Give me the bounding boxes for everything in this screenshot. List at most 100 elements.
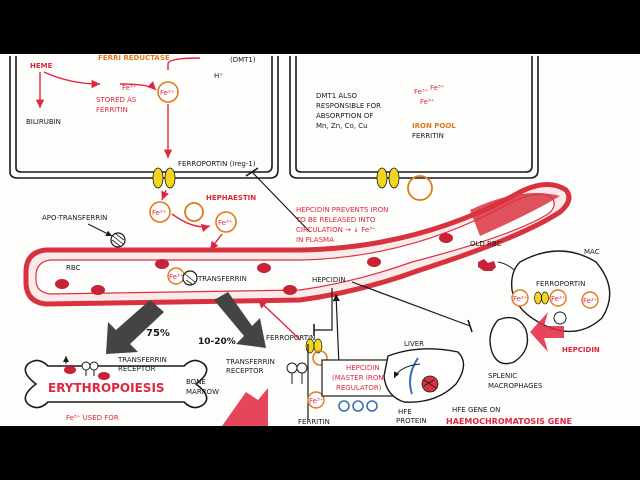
- heme-to-fe-arrow: [43, 71, 101, 89]
- transferrin-receptor-1: TRANSFERRIN: [117, 356, 167, 364]
- ferroportin-channel-right: [376, 167, 400, 189]
- transferrin-receptor-liver-icon: [286, 362, 308, 384]
- spleen-organ: [489, 316, 529, 365]
- hfe-gene-label: HFE GENE ON: [452, 406, 500, 414]
- transferrin-label: TRANSFERRIN: [197, 275, 247, 283]
- top-letterbox-bar: [0, 0, 640, 54]
- inhibit-bar-macrophage: [467, 319, 473, 333]
- liver-big-arrow: [214, 292, 266, 348]
- fe2-badge-5: Fe²⁺: [583, 297, 598, 305]
- fe-used-for-label: Fe³⁺ USED FOR: [66, 414, 119, 422]
- transferrin-receptor-liver-1: TRANSFERRIN: [225, 358, 275, 366]
- ferri-reductase-label: FERRI REDUCTASE: [98, 54, 170, 62]
- splenic-label-1: SPLENIC: [488, 372, 517, 380]
- pct-75-label: 75%: [146, 328, 170, 339]
- ferritin-liver-label: FERRITIN: [298, 418, 330, 426]
- bone-rbc-2: [98, 372, 110, 380]
- ferroportin-mac-label: FERROPORTIN: [536, 280, 585, 288]
- dmt1-note-line-4: Mn, Zn, Co, Cu: [316, 122, 368, 130]
- hfe-label-1: HFE: [398, 408, 412, 416]
- fe2-badge-1: Fe²⁺: [160, 89, 175, 97]
- rbc-label: RBC: [66, 264, 81, 272]
- whiteboard-background: [0, 54, 640, 426]
- fe3-label-left: Fe³⁺: [122, 84, 137, 92]
- bone-marrow-big-arrow: [106, 300, 164, 354]
- hepcidin-master-line-3: REGULATOR): [336, 384, 382, 392]
- ferritin-stored-label: FERRITIN: [96, 106, 128, 114]
- dmt1-inflow-line: [167, 57, 201, 70]
- ferroportin-liver-label: FERROPORTIN: [266, 334, 315, 342]
- iron-pool-label: IRON POOL: [412, 122, 456, 130]
- dmt1-label: (DMT1): [230, 56, 256, 64]
- fe3-to-vessel-arrow: [209, 233, 223, 251]
- stored-as-label: STORED AS: [96, 96, 137, 104]
- rbc-3: [155, 259, 169, 269]
- rbc-5: [283, 285, 297, 295]
- rbc-1: [55, 279, 69, 289]
- mac-label: MAC: [584, 248, 600, 256]
- hepcidin-note-line-2: TO BE RELEASED INTO: [295, 216, 376, 224]
- vessel-shaded-end: [470, 193, 560, 236]
- fe3-badge-2: Fe³⁺: [169, 273, 184, 281]
- fe2-badge-4: Fe²⁺: [551, 295, 566, 303]
- erythropoiesis-label: ERYTHROPOIESIS: [48, 381, 165, 395]
- h-plus-label: H⁺: [214, 72, 223, 80]
- transferrin-receptor-2: RECEPTOR: [118, 365, 156, 373]
- bone-label-2: MARROW: [186, 388, 219, 396]
- bone-rbc-cells: [64, 366, 110, 380]
- bone-rbc-1: [64, 366, 76, 374]
- mac-ferroportin-channel: [534, 291, 549, 305]
- hephaestin-ring-right: [407, 175, 433, 201]
- bottom-letterbox-bar: [0, 426, 640, 480]
- liver-receptors-blue: [338, 400, 378, 412]
- rbc-7: [439, 233, 453, 243]
- rbc-2: [91, 285, 105, 295]
- blue-receptor-2: [352, 400, 364, 412]
- fe2-badge-2: Fe²⁺: [152, 209, 167, 217]
- pct-10-20-label: 10-20%: [198, 337, 236, 347]
- fe3-badge-1: Fe³⁺: [218, 219, 233, 227]
- dmt1-note-line-2: RESPONSIBLE FOR: [316, 102, 381, 110]
- bilirubin-label: BILIRUBIN: [26, 118, 61, 126]
- fe3-pool-1: Fe³⁺: [414, 88, 429, 96]
- hemochromatosis-label: HAEMOCHROMATOSIS GENE: [446, 417, 572, 426]
- mac-fe2-ion-2: Fe²⁺: [549, 289, 567, 307]
- old-rbc-cell: [478, 259, 496, 271]
- hepcidin-note-line-4: IN PLASMA: [296, 236, 334, 244]
- hephaestin-ring-liver: [312, 350, 328, 366]
- hepcidin-inhibit-macrophage-line: [351, 281, 471, 327]
- hepcidin-in-vessel-label: HEPCIDIN: [312, 276, 346, 284]
- dmt1-note-line-3: ABSORPTION OF: [316, 112, 373, 120]
- blood-vessel: [23, 182, 572, 307]
- rbc-6: [367, 257, 381, 267]
- ferroportin-to-fe-arrow: [161, 189, 170, 201]
- enterocyte-left-cell: [9, 56, 279, 179]
- fe-to-storage-arrow: [119, 81, 157, 91]
- hfe-protein-icon: [421, 375, 439, 393]
- hepcidin-inhibit-liver-line: [314, 288, 333, 331]
- hepcidin-master-line-2: (MASTER IRON: [332, 374, 383, 382]
- transferrin-fe3-complex: Fe³⁺: [167, 267, 198, 286]
- iron-ion-fe3-oxidized: Fe³⁺: [215, 211, 237, 233]
- hephaestin-label: HEPHAESTIN: [206, 194, 256, 202]
- liver-to-vessel-arrow: [257, 299, 301, 341]
- rbc-cells-in-vessel: [55, 233, 453, 295]
- liver-vessel-blue: [409, 357, 419, 395]
- mac-fe2-ion-3: Fe²⁺: [581, 291, 599, 309]
- mac-vesicle: [553, 311, 567, 325]
- ferroportin-channel-left: [152, 167, 176, 189]
- fe3-pool-2: Fe³⁺: [430, 84, 445, 92]
- heme-label: HEME: [30, 62, 53, 70]
- transferrin-receptor-liver-2: RECEPTOR: [226, 367, 264, 375]
- hepcidin-inhibit-ferroportin-line: [251, 171, 311, 233]
- inhibit-bar-ferroportin: [245, 167, 259, 177]
- hepcidin-right-label: HEPCIDIN: [562, 346, 600, 354]
- hepcidin-note-line-3: CIRCULATION → ↓ Fe³⁺: [296, 226, 376, 234]
- iron-ion-below-cell: Fe²⁺: [149, 201, 171, 223]
- liver-organ: [383, 348, 465, 403]
- iron-ion-liver: Fe³⁺: [307, 391, 325, 409]
- apo-transferrin-pointer: [87, 223, 113, 237]
- fe3-badge-3: Fe³⁺: [309, 397, 324, 405]
- iron-ion-left-cell: Fe²⁺: [157, 81, 179, 103]
- apo-transferrin-label: APO-TRANSFERRIN: [42, 214, 107, 222]
